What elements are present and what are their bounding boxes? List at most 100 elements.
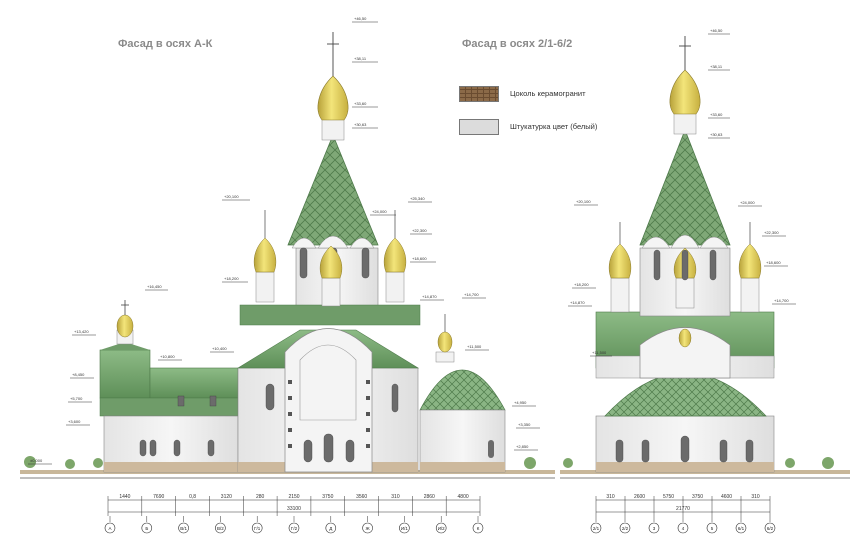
legend-swatch-plaster [459, 119, 499, 135]
dimension-total: 33100 [287, 506, 301, 512]
svg-text:+18,200: +18,200 [574, 282, 589, 287]
svg-text:+38,11: +38,11 [354, 56, 367, 61]
axis-bubble [764, 522, 776, 534]
dimension-value: 2150 [288, 494, 299, 500]
axis-label: И/2 [438, 526, 445, 531]
svg-text:+14,700: +14,700 [774, 298, 789, 303]
axis-bubble [215, 522, 226, 534]
left-wing-roof-block [99, 349, 151, 399]
axis-bubble [251, 522, 263, 534]
right-main-gold-dome [669, 69, 701, 115]
axis-bubble [178, 522, 189, 534]
axis-label: А [108, 526, 111, 531]
dimension-value: 3120 [221, 494, 232, 500]
svg-text:+22,300: +22,300 [412, 228, 427, 233]
left-side-domes [253, 210, 407, 307]
main-gold-dome [317, 75, 349, 121]
dimension-value: 4800 [458, 494, 469, 500]
svg-text:+16,450: +16,450 [147, 284, 162, 289]
svg-text:+10,400: +10,400 [212, 346, 227, 351]
svg-text:+14,870: +14,870 [422, 294, 437, 299]
axis-bubble [735, 522, 747, 534]
axis-label: В/1 [180, 526, 187, 531]
svg-text:+10,800: +10,800 [160, 354, 175, 359]
axis-bubble [325, 522, 337, 534]
svg-text:+22,300: +22,300 [764, 230, 779, 235]
dimension-value: 310 [751, 494, 760, 500]
axis-label: 4 [682, 526, 685, 531]
facade-left-title: Фасад в осях А-К [118, 38, 213, 50]
dimension-value: 2860 [424, 494, 435, 500]
svg-text:+24,000: +24,000 [740, 200, 755, 205]
small-gold-dome [116, 314, 134, 338]
axis-bubble [435, 522, 447, 534]
axis-bubble [399, 522, 410, 534]
dimension-value: 4600 [721, 494, 732, 500]
right-central-dome [604, 372, 767, 417]
svg-text:+38,11: +38,11 [710, 64, 723, 69]
axis-bubble [288, 522, 300, 534]
left-facade: +46,50+38,11+33,60+30,63 +20,100+24,000+… [20, 16, 555, 534]
axis-label: К [477, 526, 480, 531]
axis-bubble [677, 522, 689, 534]
svg-text:+46,50: +46,50 [710, 28, 723, 33]
svg-text:+13,420: +13,420 [74, 329, 89, 334]
main-tent-roof [287, 133, 379, 246]
dimension-value: 1440 [119, 494, 130, 500]
svg-text:+30,63: +30,63 [710, 132, 723, 137]
dimension-value: 2600 [634, 494, 645, 500]
dimension-value: 310 [606, 494, 615, 500]
axis-label: Г/1 [254, 526, 261, 531]
svg-text:+46,50: +46,50 [354, 16, 367, 21]
axis-label: 2/1 [593, 526, 600, 531]
svg-text:+33,60: +33,60 [710, 112, 723, 117]
axis-label: Ж [366, 526, 371, 531]
svg-text:+20,100: +20,100 [576, 199, 591, 204]
axis-label: Д [329, 526, 332, 531]
dimension-value: 280 [256, 494, 265, 500]
svg-text:+14,700: +14,700 [464, 292, 479, 297]
legend-label-plinth: Цоколь керамогранит [510, 89, 586, 98]
svg-text:+5,700: +5,700 [70, 396, 83, 401]
svg-text:+33,60: +33,60 [354, 101, 367, 106]
axis-label: 5 [711, 526, 714, 531]
svg-text:+4,950: +4,950 [514, 400, 527, 405]
dimension-value: 3750 [692, 494, 703, 500]
right-facade: +46,50 +38,11 +33,60 +30,63 +20,100 +24,000 +… [560, 28, 850, 534]
dimension-value: 0,8 [189, 494, 196, 500]
axis-label: 6/2 [767, 526, 774, 531]
svg-text:+20,100: +20,100 [224, 194, 239, 199]
svg-text:+30,63: +30,63 [354, 122, 367, 127]
svg-text:+25,340: +25,340 [410, 196, 425, 201]
right-tent-roof [639, 128, 731, 246]
svg-text:+11,500: +11,500 [592, 350, 607, 355]
legend-swatch-plinth [459, 86, 499, 102]
svg-text:+18,600: +18,600 [766, 260, 781, 265]
svg-text:+18,600: +18,600 [412, 256, 427, 261]
dimension-value: 7690 [153, 494, 164, 500]
left-dimension-chain: 1440 7690 0,8 3120 280 2150 3750 3560 310 2860 480… [107, 494, 481, 516]
apse-dome [419, 369, 506, 411]
axis-label: В/2 [217, 526, 224, 531]
axis-bubble [706, 522, 718, 534]
axis-bubble [362, 522, 373, 534]
svg-text:+8,450: +8,450 [72, 372, 85, 377]
dimension-total: 21770 [676, 506, 690, 512]
svg-text:±0,000: ±0,000 [30, 458, 43, 463]
axis-bubble [648, 522, 660, 534]
dimension-value: 3750 [322, 494, 333, 500]
dimension-value: 3560 [356, 494, 367, 500]
axis-bubble [141, 522, 153, 534]
axis-bubble [472, 522, 484, 534]
axis-label: И/1 [401, 526, 408, 531]
dimension-value: 310 [391, 494, 400, 500]
axis-label: 3 [653, 526, 656, 531]
legend-label-plaster: Штукатурка цвет (белый) [510, 122, 598, 131]
svg-text:+3,350: +3,350 [518, 422, 531, 427]
svg-text:+11,500: +11,500 [467, 344, 482, 349]
